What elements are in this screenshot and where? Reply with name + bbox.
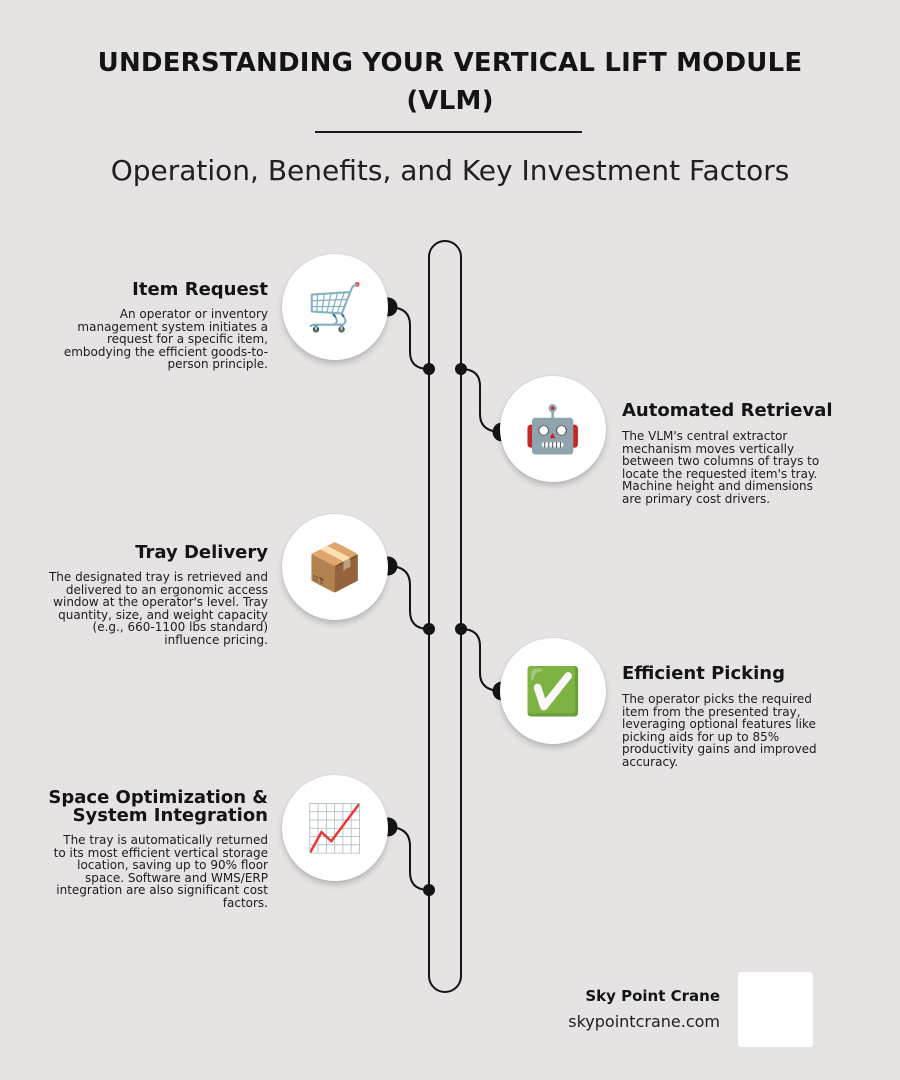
logo-placeholder xyxy=(738,972,813,1047)
brand-url-link[interactable]: skypointcrane.com xyxy=(568,1012,720,1031)
chart-increasing-icon: 📈 xyxy=(282,775,388,881)
page-title: UNDERSTANDING YOUR VERTICAL LIFT MODULE … xyxy=(97,48,803,116)
package-icon: 📦 xyxy=(282,514,388,620)
step-title: Automated Retrieval xyxy=(622,400,833,421)
node-5-track xyxy=(423,884,435,896)
step-title: Space Optimization & System Integration xyxy=(48,787,268,826)
step-description: The VLM's central extractor mechanism mo… xyxy=(622,429,820,506)
connector-1 xyxy=(387,306,430,370)
step-description: The operator picks the required item fro… xyxy=(622,692,817,769)
step-title: Tray Delivery xyxy=(135,542,268,563)
step-title: Item Request xyxy=(132,279,268,300)
central-track xyxy=(428,240,462,993)
connector-2 xyxy=(460,368,503,433)
title-divider xyxy=(315,131,582,133)
step-description: An operator or inventory management syst… xyxy=(63,307,268,371)
connector-5 xyxy=(387,826,430,891)
connector-3 xyxy=(387,565,430,630)
step-title: Efficient Picking xyxy=(622,663,785,684)
step-description: The designated tray is retrieved and del… xyxy=(48,570,268,647)
brand-name: Sky Point Crane xyxy=(585,987,720,1005)
node-4-track xyxy=(455,623,467,635)
node-3-track xyxy=(423,623,435,635)
node-1-track xyxy=(423,363,435,375)
page-subtitle: Operation, Benefits, and Key Investment … xyxy=(110,154,790,187)
step-description: The tray is automatically returned to it… xyxy=(53,833,268,910)
check-mark-icon: ✅ xyxy=(500,638,606,744)
robot-icon: 🤖 xyxy=(500,376,606,482)
shopping-cart-icon: 🛒 xyxy=(282,254,388,360)
connector-4 xyxy=(460,628,503,692)
node-2-track xyxy=(455,363,467,375)
